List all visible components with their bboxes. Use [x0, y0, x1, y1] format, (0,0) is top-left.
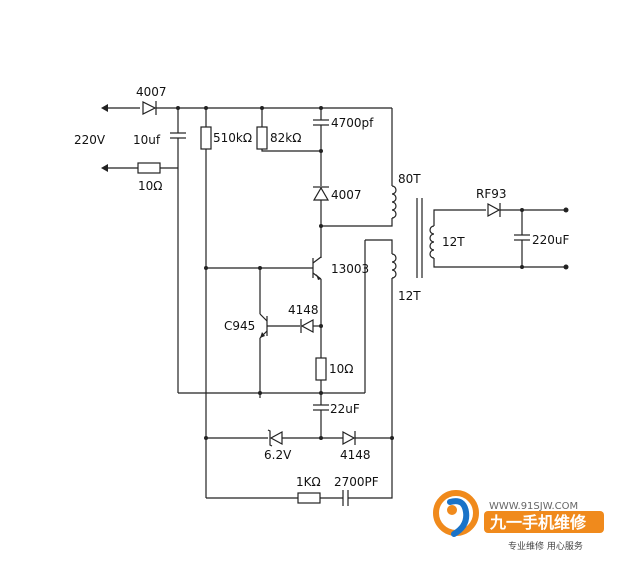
resistor-1k-label: 1KΩ: [296, 475, 321, 489]
capacitor-output-label: 220uF: [532, 233, 570, 247]
resistor-input: [137, 162, 161, 174]
diode-output-label: RF93: [476, 187, 507, 201]
feedback-winding: [391, 253, 397, 279]
primary-turns-label: 80T: [398, 172, 421, 186]
transistor-c945: [259, 313, 268, 339]
feedback-turns-label: 12T: [398, 289, 421, 303]
diode-output: [487, 202, 501, 218]
watermark-logo: WWW.91SJW.COM 九一手机维修 专业维修 用心服务: [433, 490, 604, 552]
capacitor-2700pf-label: 2700PF: [334, 475, 379, 489]
zener-diode: [267, 429, 283, 447]
transistor-13003-label: 13003: [331, 262, 369, 276]
resistor-82k-label: 82kΩ: [270, 131, 301, 145]
diode-4148-mid: [300, 318, 314, 334]
diode-input: [142, 101, 157, 115]
watermark-url: WWW.91SJW.COM: [489, 501, 578, 512]
transistor-13003: [312, 256, 322, 280]
wire: [348, 438, 393, 499]
diode-input-label: 4007: [136, 85, 167, 99]
wire: [433, 258, 566, 268]
watermark-brand-bg: [484, 511, 604, 533]
primary-winding: [391, 185, 397, 219]
input-section: 4007 220V 10Ω 10uf: [74, 85, 392, 393]
resistor-82k: [256, 126, 268, 150]
ac-voltage-label: 220V: [74, 133, 106, 147]
output-section: RF93 220uF: [476, 187, 570, 270]
capacitor-snubber-label: 4700pf: [331, 116, 374, 130]
input-arrow-bottom: [101, 164, 108, 172]
junction-dots: [176, 106, 524, 440]
diode-4148-mid-label: 4148: [288, 303, 319, 317]
diode-4148-bottom-label: 4148: [340, 448, 371, 462]
resistor-input-label: 10Ω: [138, 179, 162, 193]
secondary-winding: [429, 225, 435, 259]
resistor-emitter-label: 10Ω: [329, 362, 353, 376]
secondary-turns-label: 12T: [442, 235, 465, 249]
resistor-510k: [200, 126, 212, 150]
diode-snubber-label: 4007: [331, 188, 362, 202]
transistor-c945-label: C945: [224, 319, 255, 333]
resistor-1k: [297, 492, 321, 504]
logo-emblem: [433, 490, 479, 537]
resistor-510k-label: 510kΩ: [213, 131, 252, 145]
resistor-emitter: [315, 357, 327, 381]
transformer: 80T 12T 12T: [321, 108, 566, 438]
output-terminal-negative: [563, 264, 569, 270]
capacitor-22uf-label: 22uF: [330, 402, 360, 416]
watermark-brand: 九一手机维修: [489, 513, 587, 532]
watermark-slogan: 专业维修 用心服务: [508, 540, 583, 552]
wire: [365, 239, 393, 254]
diode-snubber: [312, 186, 330, 201]
wire: [433, 209, 486, 226]
wire: [261, 149, 321, 152]
wire: [321, 218, 393, 227]
capacitor-input-label: 10uf: [133, 133, 161, 147]
input-arrow-top: [101, 104, 108, 112]
output-terminal-positive: [563, 207, 569, 213]
diode-4148-bottom: [342, 430, 356, 446]
zener-diode-label: 6.2V: [264, 448, 292, 462]
